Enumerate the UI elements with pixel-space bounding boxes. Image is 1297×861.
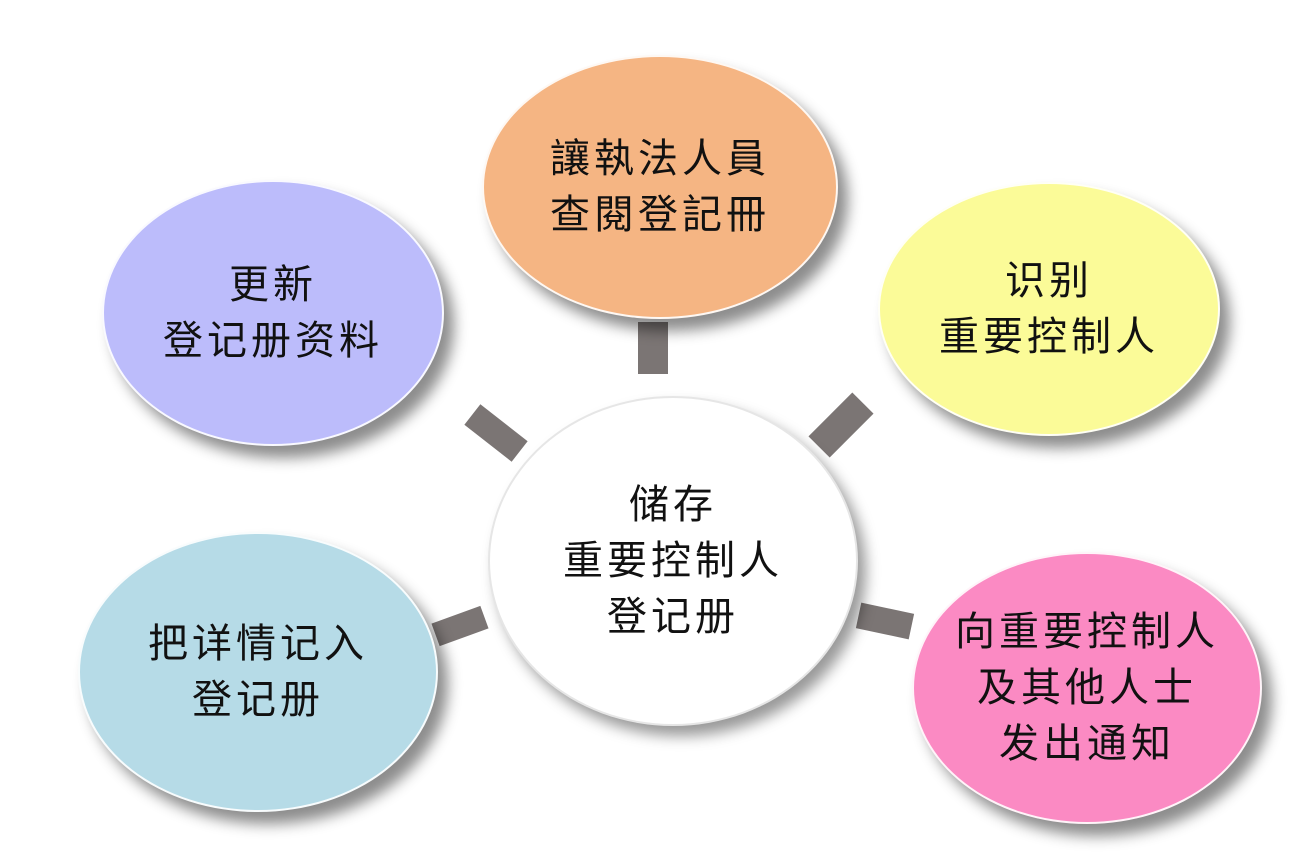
node-line: 查閱登記冊 (550, 192, 770, 238)
node-enforcement-access: 讓執法人員 查閱登記冊 (482, 55, 838, 319)
connector-left-lower (431, 605, 489, 647)
connector-left-upper (464, 404, 528, 462)
center-line: 登记册 (607, 594, 739, 640)
node-line: 讓執法人員 (550, 136, 770, 182)
node-line: 登记册资料 (163, 318, 383, 364)
node-identify-controllers: 识别 重要控制人 (878, 182, 1220, 436)
node-enter-details: 把详情记入 登记册 (78, 532, 438, 812)
node-line: 向重要控制人 (955, 609, 1219, 655)
connector-right-upper (808, 392, 874, 458)
node-line: 把详情记入 (148, 621, 368, 667)
node-line: 重要控制人 (939, 314, 1159, 360)
node-line: 发出通知 (999, 721, 1175, 767)
center-line: 储存 (629, 482, 717, 528)
center-line: 重要控制人 (563, 538, 783, 584)
connector-top (638, 322, 668, 374)
node-center-register: 储存 重要控制人 登记册 (488, 396, 858, 726)
node-line: 识别 (1005, 258, 1093, 304)
node-send-notices: 向重要控制人 及其他人士 发出通知 (912, 552, 1262, 824)
node-line: 登记册 (192, 677, 324, 723)
node-line: 更新 (229, 262, 317, 308)
node-update-register: 更新 登记册资料 (102, 180, 444, 446)
connector-right-lower (855, 602, 915, 640)
node-line: 及其他人士 (977, 665, 1197, 711)
